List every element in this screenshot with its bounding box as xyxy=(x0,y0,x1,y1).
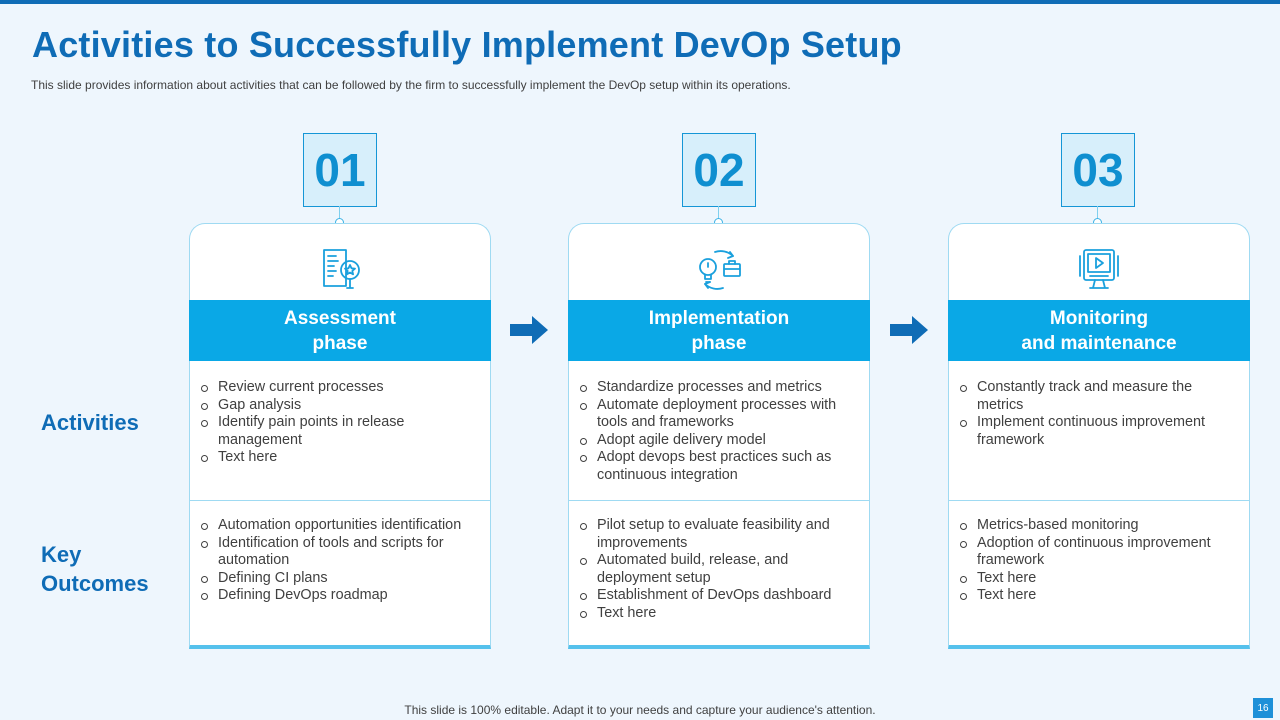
list-item: Text here xyxy=(959,570,1239,588)
row-label-key-outcomes: Key Outcomes xyxy=(41,540,149,598)
list-item: Review current processes xyxy=(200,379,480,397)
activities-list: Standardize processes and metrics Automa… xyxy=(579,379,859,485)
list-item: Adopt devops best practices such as cont… xyxy=(579,449,859,484)
row-label-outcomes-line2: Outcomes xyxy=(41,571,149,596)
phase-number-box: 03 xyxy=(1061,133,1135,207)
list-item: Metrics-based monitoring xyxy=(959,517,1239,535)
section-divider xyxy=(569,500,869,501)
activities-list: Constantly track and measure the metrics… xyxy=(959,379,1239,449)
phase-title-line1: Monitoring xyxy=(1049,307,1149,329)
phase-header-band: Monitoring and maintenance xyxy=(948,300,1250,361)
phase-card-assessment: Assessment phase Review current processe… xyxy=(189,223,491,649)
phase-card-implementation: Implementation phase Standardize process… xyxy=(568,223,870,649)
list-item: Standardize processes and metrics xyxy=(579,379,859,397)
list-item: Text here xyxy=(200,449,480,467)
phase-header-band: Assessment phase xyxy=(189,300,491,361)
list-item: Adopt agile delivery model xyxy=(579,432,859,450)
phase-title-line2: and maintenance xyxy=(1021,332,1177,354)
page-title: Activities to Successfully Implement Dev… xyxy=(32,24,902,65)
list-item: Identify pain points in release manageme… xyxy=(200,414,480,449)
arrow-right-icon xyxy=(890,316,928,344)
list-item: Identification of tools and scripts for … xyxy=(200,535,480,570)
footer-note: This slide is 100% editable. Adapt it to… xyxy=(404,703,876,717)
section-divider xyxy=(949,500,1249,501)
lightbulb-briefcase-cycle-icon xyxy=(699,250,741,290)
list-item: Gap analysis xyxy=(200,397,480,415)
connector-line xyxy=(718,206,719,222)
row-label-activities: Activities xyxy=(41,410,139,435)
phase-title-line1: Assessment xyxy=(284,307,396,329)
row-label-outcomes-line1: Key xyxy=(41,542,82,567)
list-item: Adoption of continuous improvement frame… xyxy=(959,535,1239,570)
activities-list: Review current processes Gap analysis Id… xyxy=(200,379,480,467)
phase-title-line2: phase xyxy=(312,332,368,354)
list-item: Pilot setup to evaluate feasibility and … xyxy=(579,517,859,552)
list-item: Automation opportunities identification xyxy=(200,517,480,535)
page-subtitle: This slide provides information about ac… xyxy=(31,78,791,92)
list-item: Automated build, release, and deployment… xyxy=(579,552,859,587)
phase-number-box: 02 xyxy=(682,133,756,207)
connector-line xyxy=(339,206,340,222)
list-item: Defining CI plans xyxy=(200,570,480,588)
page-number-badge: 16 xyxy=(1253,698,1273,718)
phase-number-box: 01 xyxy=(303,133,377,207)
outcomes-list: Metrics-based monitoring Adoption of con… xyxy=(959,517,1239,605)
list-item: Defining DevOps roadmap xyxy=(200,587,480,605)
outcomes-list: Automation opportunities identification … xyxy=(200,517,480,605)
outcomes-list: Pilot setup to evaluate feasibility and … xyxy=(579,517,859,623)
list-item: Automate deployment processes with tools… xyxy=(579,397,859,432)
list-item: Constantly track and measure the metrics xyxy=(959,379,1239,414)
section-divider xyxy=(190,500,490,501)
arrow-right-icon xyxy=(510,316,548,344)
connector-line xyxy=(1097,206,1098,222)
document-star-icon xyxy=(323,249,360,289)
phase-title-line2: phase xyxy=(691,332,747,354)
phase-header-band: Implementation phase xyxy=(568,300,870,361)
list-item: Text here xyxy=(579,605,859,623)
list-item: Establishment of DevOps dashboard xyxy=(579,587,859,605)
phase-card-monitoring: Monitoring and maintenance Constantly tr… xyxy=(948,223,1250,649)
top-accent-bar xyxy=(0,0,1280,4)
list-item: Text here xyxy=(959,587,1239,605)
phase-title-line1: Implementation xyxy=(648,307,790,329)
list-item: Implement continuous improvement framewo… xyxy=(959,414,1239,449)
monitor-play-icon xyxy=(1079,249,1119,289)
